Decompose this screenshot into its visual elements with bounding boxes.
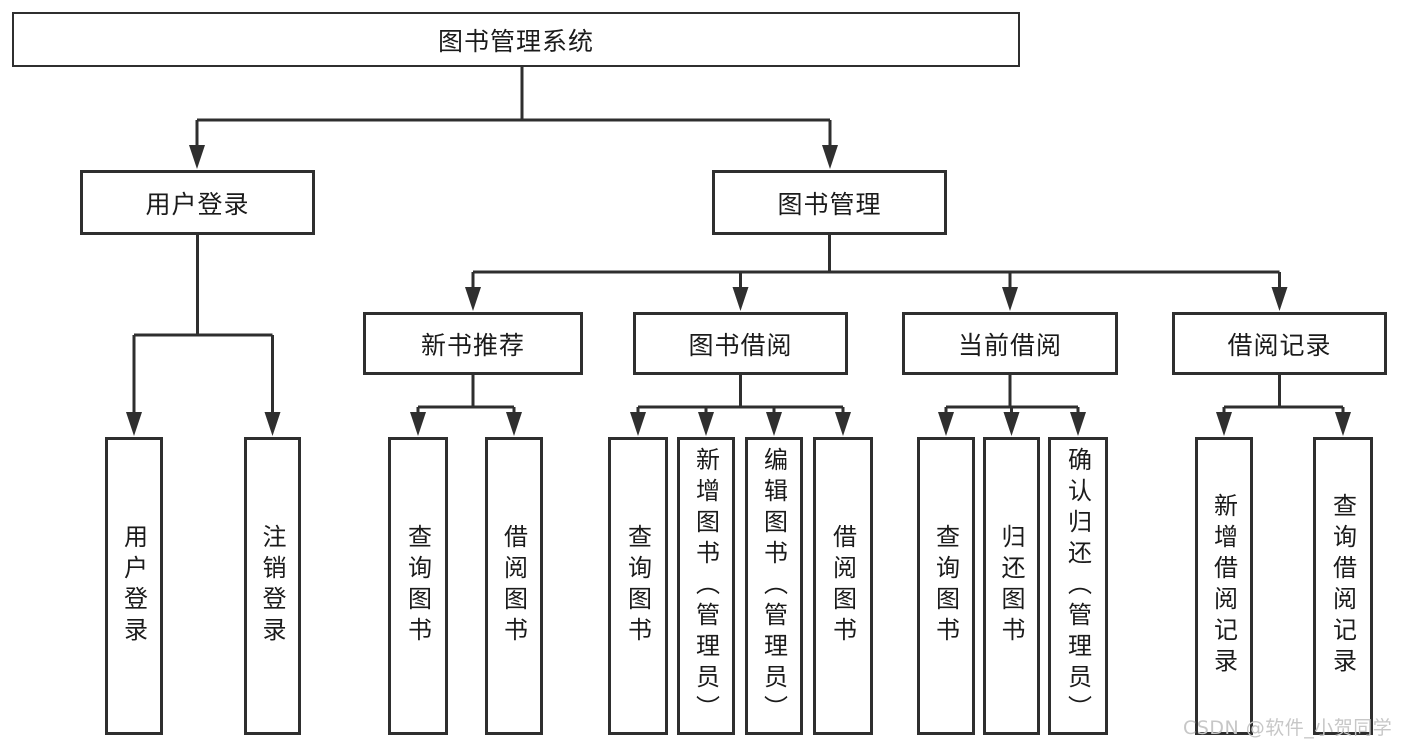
leaf-current-confirm-return-admin-label: 确认归还（管理员） (1063, 446, 1092, 726)
leaf-current-confirm-return-admin: 确认归还（管理员） (1048, 437, 1108, 735)
leaf-current-query-books-label: 查询图书 (931, 524, 960, 648)
leaf-logout: 注销登录 (244, 437, 301, 735)
leaf-recommend-borrow-books: 借阅图书 (485, 437, 543, 735)
node-current-borrow-label: 当前借阅 (957, 330, 1062, 360)
leaf-records-add-record-label: 新增借阅记录 (1209, 493, 1238, 679)
leaf-records-query-record: 查询借阅记录 (1313, 437, 1373, 735)
leaf-recommend-query-books: 查询图书 (388, 437, 448, 735)
leaf-current-return-books: 归还图书 (983, 437, 1040, 735)
node-root: 图书管理系统 (12, 12, 1020, 67)
leaf-user-login: 用户登录 (105, 437, 163, 735)
leaf-borrow-edit-books-admin: 编辑图书（管理员） (745, 437, 803, 735)
leaf-borrow-edit-books-admin-label: 编辑图书（管理员） (759, 446, 788, 726)
node-borrow-records: 借阅记录 (1172, 312, 1387, 375)
leaf-borrow-borrow-books: 借阅图书 (813, 437, 873, 735)
node-current-borrow: 当前借阅 (902, 312, 1118, 375)
node-borrow-records-label: 借阅记录 (1227, 330, 1332, 360)
leaf-borrow-query-books: 查询图书 (608, 437, 668, 735)
leaf-recommend-borrow-books-label: 借阅图书 (499, 524, 528, 648)
node-user-login: 用户登录 (80, 170, 315, 235)
node-user-login-label: 用户登录 (145, 189, 250, 219)
node-new-book-recommend-label: 新书推荐 (420, 330, 525, 360)
node-book-management-label: 图书管理 (777, 189, 882, 219)
leaf-current-query-books: 查询图书 (917, 437, 975, 735)
csdn-watermark: CSDN @软件_小贺同学 (1183, 717, 1393, 739)
leaf-user-login-label: 用户登录 (119, 524, 148, 648)
node-book-borrow: 图书借阅 (633, 312, 848, 375)
leaf-recommend-query-books-label: 查询图书 (403, 524, 432, 648)
node-root-label: 图书管理系统 (437, 26, 594, 56)
node-book-management: 图书管理 (712, 170, 947, 235)
leaf-borrow-query-books-label: 查询图书 (623, 524, 652, 648)
leaf-logout-label: 注销登录 (258, 524, 286, 648)
node-new-book-recommend: 新书推荐 (363, 312, 583, 375)
leaf-borrow-add-books-admin-label: 新增图书（管理员） (691, 446, 720, 726)
leaf-current-return-books-label: 归还图书 (997, 524, 1025, 648)
leaf-borrow-borrow-books-label: 借阅图书 (828, 524, 857, 648)
node-book-borrow-label: 图书借阅 (688, 330, 793, 360)
leaf-records-query-record-label: 查询借阅记录 (1328, 493, 1357, 679)
leaf-borrow-add-books-admin: 新增图书（管理员） (677, 437, 735, 735)
leaf-records-add-record: 新增借阅记录 (1195, 437, 1253, 735)
